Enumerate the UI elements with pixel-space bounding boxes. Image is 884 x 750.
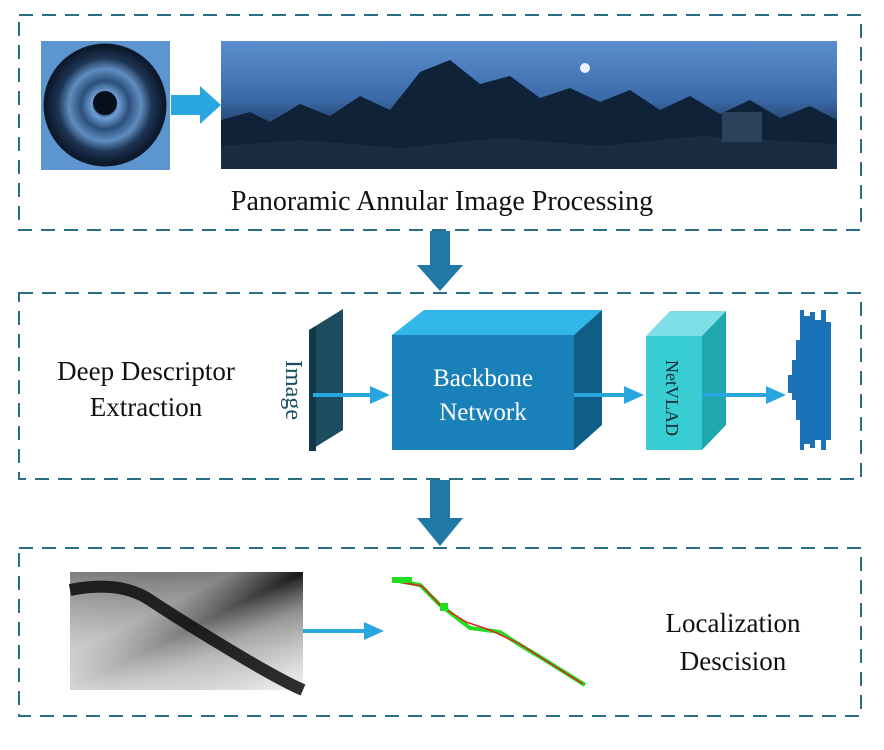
distance-matrix — [68, 572, 306, 696]
backbone-network-block — [392, 310, 602, 450]
backbone-label-line1: Backbone — [433, 365, 533, 392]
localization-title-line1: Localization — [665, 608, 801, 638]
unwrap-arrow — [171, 86, 221, 124]
panoramic-stage-frame — [18, 14, 862, 231]
descriptor-title-line1: Deep Descriptor — [57, 356, 235, 386]
localization-trajectory — [392, 577, 587, 687]
descriptor-title-line2: Extraction — [89, 392, 203, 422]
image-to-backbone-arrow — [313, 386, 390, 404]
panoramic-stage-title: Panoramic Annular Image Processing — [230, 186, 654, 217]
matrix-to-trajectory-arrow — [303, 622, 384, 640]
input-image-plate — [309, 309, 343, 451]
localization-stage-title: Localization Descision — [628, 604, 838, 680]
netvlad-to-descriptor-arrow — [702, 386, 786, 404]
flow-arrow-2 — [417, 480, 463, 546]
panorama-image — [221, 41, 837, 169]
global-descriptor-vector — [788, 310, 831, 450]
image-label: Image — [280, 360, 306, 420]
descriptor-stage-frame — [18, 292, 862, 480]
netvlad-label: NetVLAD — [662, 360, 682, 436]
localization-stage-frame — [18, 547, 862, 717]
flow-arrow-1 — [417, 231, 463, 291]
backbone-label-line2: Network — [439, 399, 527, 426]
localization-title-line2: Descision — [679, 646, 787, 676]
annular-image — [41, 41, 170, 170]
backbone-label: Backbone Network — [392, 362, 574, 430]
descriptor-stage-title: Deep Descriptor Extraction — [30, 353, 262, 425]
netvlad-block — [646, 311, 726, 450]
backbone-to-netvlad-arrow — [574, 386, 644, 404]
